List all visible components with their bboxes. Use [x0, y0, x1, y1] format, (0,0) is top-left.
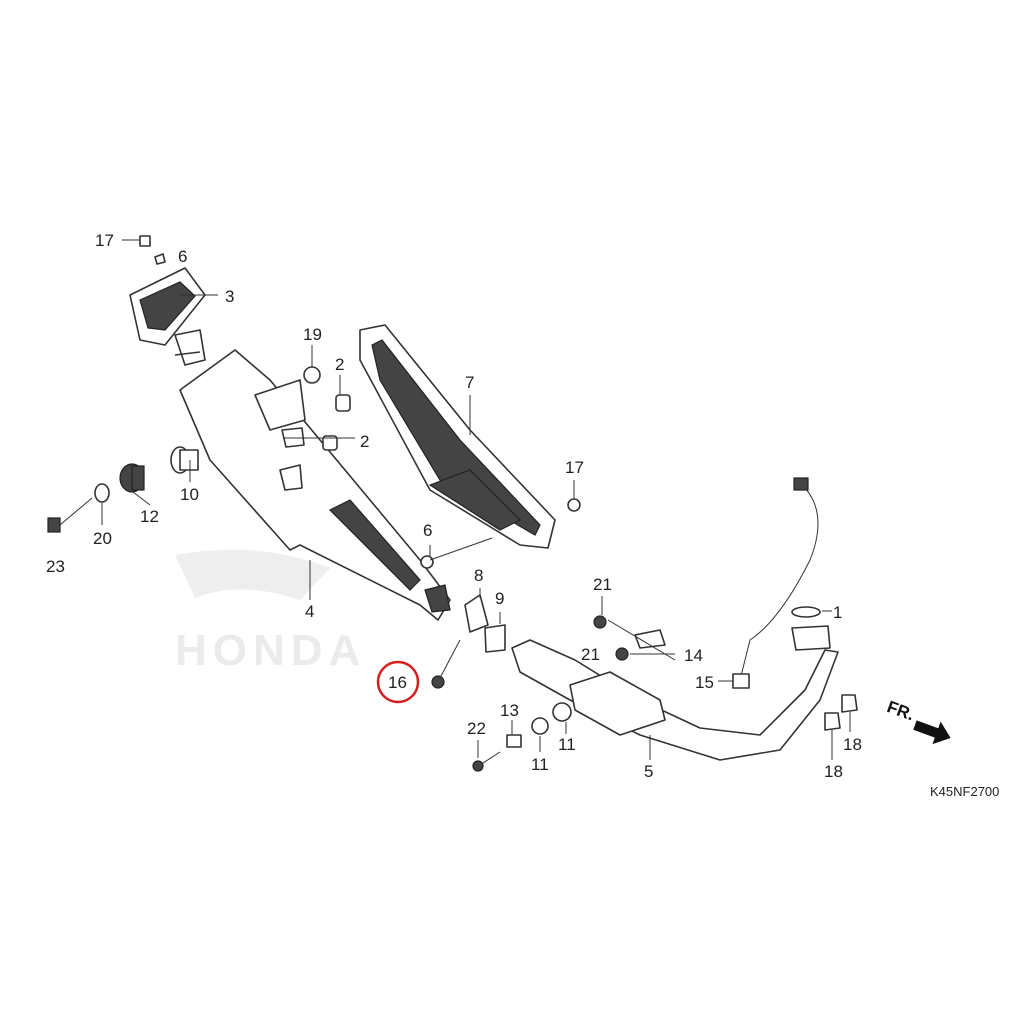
- part-12-damper[interactable]: [119, 463, 145, 493]
- callout-23[interactable]: 23: [46, 557, 65, 576]
- part-5-exhaust-pipe[interactable]: [511, 625, 839, 761]
- callout-8[interactable]: 8: [474, 566, 483, 585]
- part-18-nut-left[interactable]: [824, 712, 841, 731]
- callout-2-lower[interactable]: 2: [360, 432, 369, 451]
- callout-16-highlight-ring: [376, 660, 420, 704]
- part-17-bolt[interactable]: [567, 498, 581, 512]
- callout-labels: 17 6 3 19 2 2 7 10 12 20 23 4 6 17 8 9 1…: [46, 231, 862, 781]
- callout-10[interactable]: 10: [180, 485, 199, 504]
- part-15-o2-sensor[interactable]: [732, 477, 819, 689]
- callout-11-left[interactable]: 11: [531, 755, 549, 774]
- callout-6-top[interactable]: 6: [178, 247, 187, 266]
- part-2-rubber-lower[interactable]: [322, 435, 338, 451]
- part-7-muffler-protector[interactable]: [359, 324, 556, 549]
- part-6-nut[interactable]: [420, 555, 434, 569]
- part-11-nut-left[interactable]: [531, 717, 549, 735]
- part-1-gasket[interactable]: [791, 606, 821, 618]
- callout-11-right[interactable]: 11: [558, 735, 576, 754]
- front-arrow-icon: [913, 720, 951, 745]
- callout-6-middle[interactable]: 6: [423, 521, 432, 540]
- diagram-code: K45NF2700: [930, 784, 999, 799]
- callout-7[interactable]: 7: [465, 373, 474, 392]
- callout-5[interactable]: 5: [644, 762, 653, 781]
- callout-9[interactable]: 9: [495, 589, 504, 608]
- callout-17-right[interactable]: 17: [565, 458, 584, 477]
- front-direction-label: FR.: [885, 697, 917, 724]
- callout-21-upper[interactable]: 21: [593, 575, 612, 594]
- leader-lines: [101, 239, 851, 760]
- front-direction-indicator: FR.: [885, 697, 951, 745]
- callout-22[interactable]: 22: [467, 719, 486, 738]
- callout-4[interactable]: 4: [305, 602, 314, 621]
- part-3-heat-shield-plate[interactable]: [129, 235, 206, 346]
- part-19-nut[interactable]: [303, 366, 321, 384]
- part-21-bolt-upper[interactable]: [593, 615, 607, 629]
- callout-16[interactable]: 16: [388, 673, 407, 692]
- part-14-bracket[interactable]: [634, 629, 666, 649]
- part-9-gasket[interactable]: [484, 624, 506, 653]
- part-20-washer[interactable]: [94, 483, 110, 503]
- part-2-rubber-upper[interactable]: [335, 394, 351, 412]
- callout-15[interactable]: 15: [695, 673, 714, 692]
- callout-21-lower[interactable]: 21: [581, 645, 600, 664]
- part-23-bolt[interactable]: [47, 497, 93, 533]
- part-21-bolt-lower[interactable]: [615, 647, 629, 661]
- part-11-nut-right[interactable]: [552, 702, 572, 722]
- callout-3[interactable]: 3: [225, 287, 234, 306]
- callout-17-top[interactable]: 17: [95, 231, 114, 250]
- callout-20[interactable]: 20: [93, 529, 112, 548]
- part-13-stud[interactable]: [506, 734, 522, 748]
- honda-watermark: HONDA: [175, 549, 366, 675]
- part-22-bolt[interactable]: [472, 751, 501, 772]
- callout-12[interactable]: 12: [140, 507, 159, 526]
- callout-13[interactable]: 13: [500, 701, 519, 720]
- part-8-clamp[interactable]: [464, 594, 489, 633]
- part-4-muffler[interactable]: [174, 329, 451, 621]
- callout-18-right[interactable]: 18: [843, 735, 862, 754]
- callout-14[interactable]: 14: [684, 646, 703, 665]
- callout-1[interactable]: 1: [833, 603, 842, 622]
- callout-18-lower[interactable]: 18: [824, 762, 843, 781]
- honda-watermark-text: HONDA: [175, 626, 366, 675]
- part-10-collar[interactable]: [170, 446, 199, 474]
- callout-19[interactable]: 19: [303, 325, 322, 344]
- part-18-nut-right[interactable]: [841, 694, 858, 713]
- callout-2-upper[interactable]: 2: [335, 355, 344, 374]
- part-16-bolt[interactable]: [431, 639, 461, 689]
